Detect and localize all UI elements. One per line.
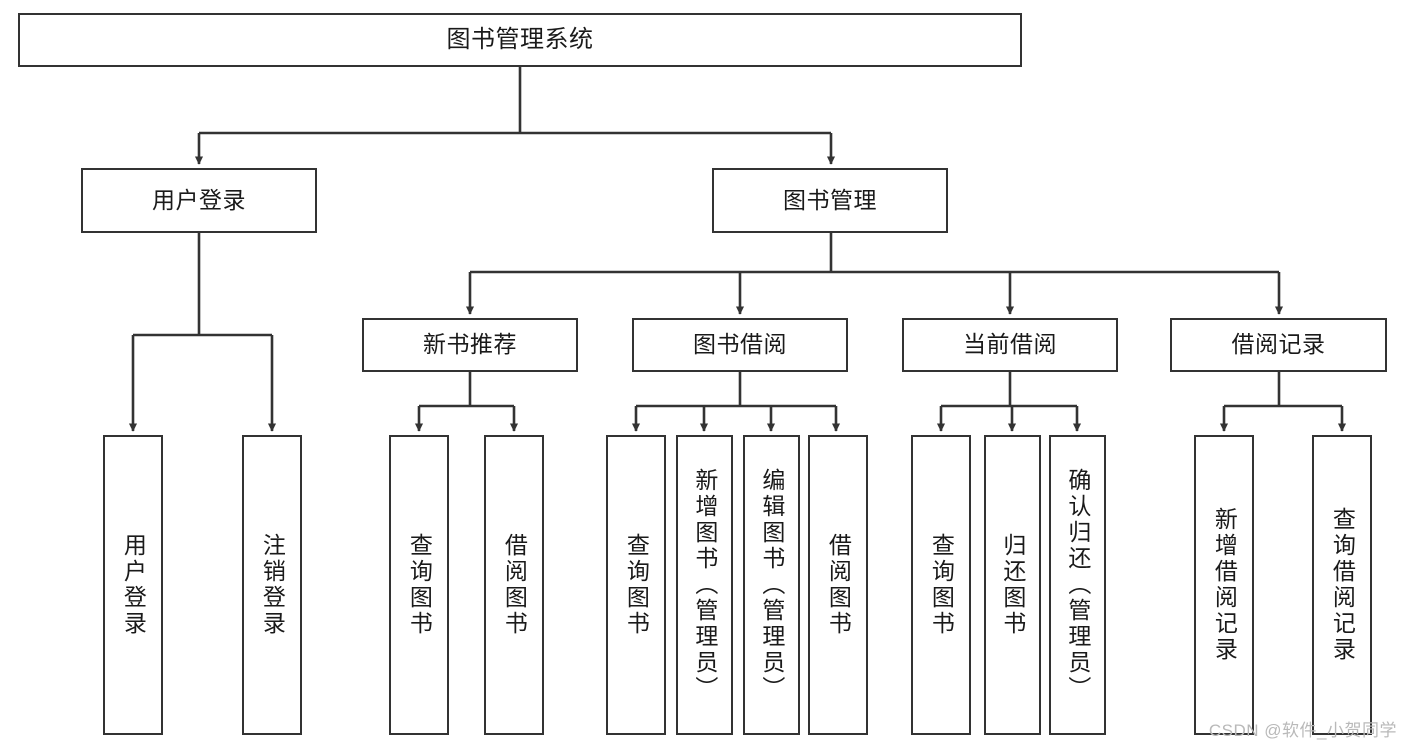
node-root-book-management-system[interactable]: 图书管理系统 <box>18 13 1022 67</box>
node-leaf-user-login[interactable]: 用户登录 <box>103 435 163 735</box>
node-user-login[interactable]: 用户登录 <box>81 168 317 233</box>
node-leaf-edit-book-label: 编辑图书（管理员） <box>758 468 785 702</box>
node-leaf-add-book[interactable]: 新增图书（管理员） <box>676 435 733 735</box>
node-book-management[interactable]: 图书管理 <box>712 168 948 233</box>
node-leaf-confirm-return-label: 确认归还（管理员） <box>1064 468 1091 702</box>
csdn-watermark: CSDN @软件_小贺同学 <box>1208 721 1397 740</box>
node-borrow-record[interactable]: 借阅记录 <box>1170 318 1387 372</box>
node-leaf-query-book-current-label: 查询图书 <box>928 533 955 637</box>
node-leaf-add-book-label: 新增图书（管理员） <box>691 468 718 702</box>
node-leaf-borrow-book-label: 借阅图书 <box>825 533 852 637</box>
node-leaf-query-book-current[interactable]: 查询图书 <box>911 435 971 735</box>
node-leaf-add-borrow-record-label: 新增借阅记录 <box>1211 507 1238 663</box>
node-leaf-query-borrow-record-label: 查询借阅记录 <box>1329 507 1356 663</box>
node-leaf-logout[interactable]: 注销登录 <box>242 435 302 735</box>
node-borrow-record-label: 借阅记录 <box>1231 331 1326 358</box>
node-book-borrow-label: 图书借阅 <box>693 331 787 358</box>
node-leaf-borrow-book[interactable]: 借阅图书 <box>808 435 868 735</box>
node-new-book-recommend-label: 新书推荐 <box>423 331 517 358</box>
node-book-management-label: 图书管理 <box>783 186 877 213</box>
node-book-borrow[interactable]: 图书借阅 <box>632 318 848 372</box>
node-leaf-query-book-recommend-label: 查询图书 <box>406 533 433 637</box>
node-leaf-query-book-borrow[interactable]: 查询图书 <box>606 435 666 735</box>
node-leaf-return-book-label: 归还图书 <box>999 533 1026 637</box>
node-leaf-user-login-label: 用户登录 <box>120 533 147 637</box>
node-root-label: 图书管理系统 <box>446 25 594 53</box>
node-leaf-query-book-recommend[interactable]: 查询图书 <box>389 435 449 735</box>
node-leaf-edit-book[interactable]: 编辑图书（管理员） <box>743 435 800 735</box>
node-leaf-query-borrow-record[interactable]: 查询借阅记录 <box>1312 435 1372 735</box>
node-leaf-logout-label: 注销登录 <box>259 533 286 637</box>
node-current-borrow[interactable]: 当前借阅 <box>902 318 1118 372</box>
node-leaf-return-book[interactable]: 归还图书 <box>984 435 1041 735</box>
node-leaf-confirm-return[interactable]: 确认归还（管理员） <box>1049 435 1106 735</box>
node-leaf-add-borrow-record[interactable]: 新增借阅记录 <box>1194 435 1254 735</box>
node-leaf-borrow-book-recommend-label: 借阅图书 <box>501 533 528 637</box>
node-user-login-label: 用户登录 <box>152 186 246 213</box>
node-new-book-recommend[interactable]: 新书推荐 <box>362 318 578 372</box>
node-leaf-query-book-borrow-label: 查询图书 <box>623 533 650 637</box>
node-current-borrow-label: 当前借阅 <box>963 331 1057 358</box>
node-leaf-borrow-book-recommend[interactable]: 借阅图书 <box>484 435 544 735</box>
